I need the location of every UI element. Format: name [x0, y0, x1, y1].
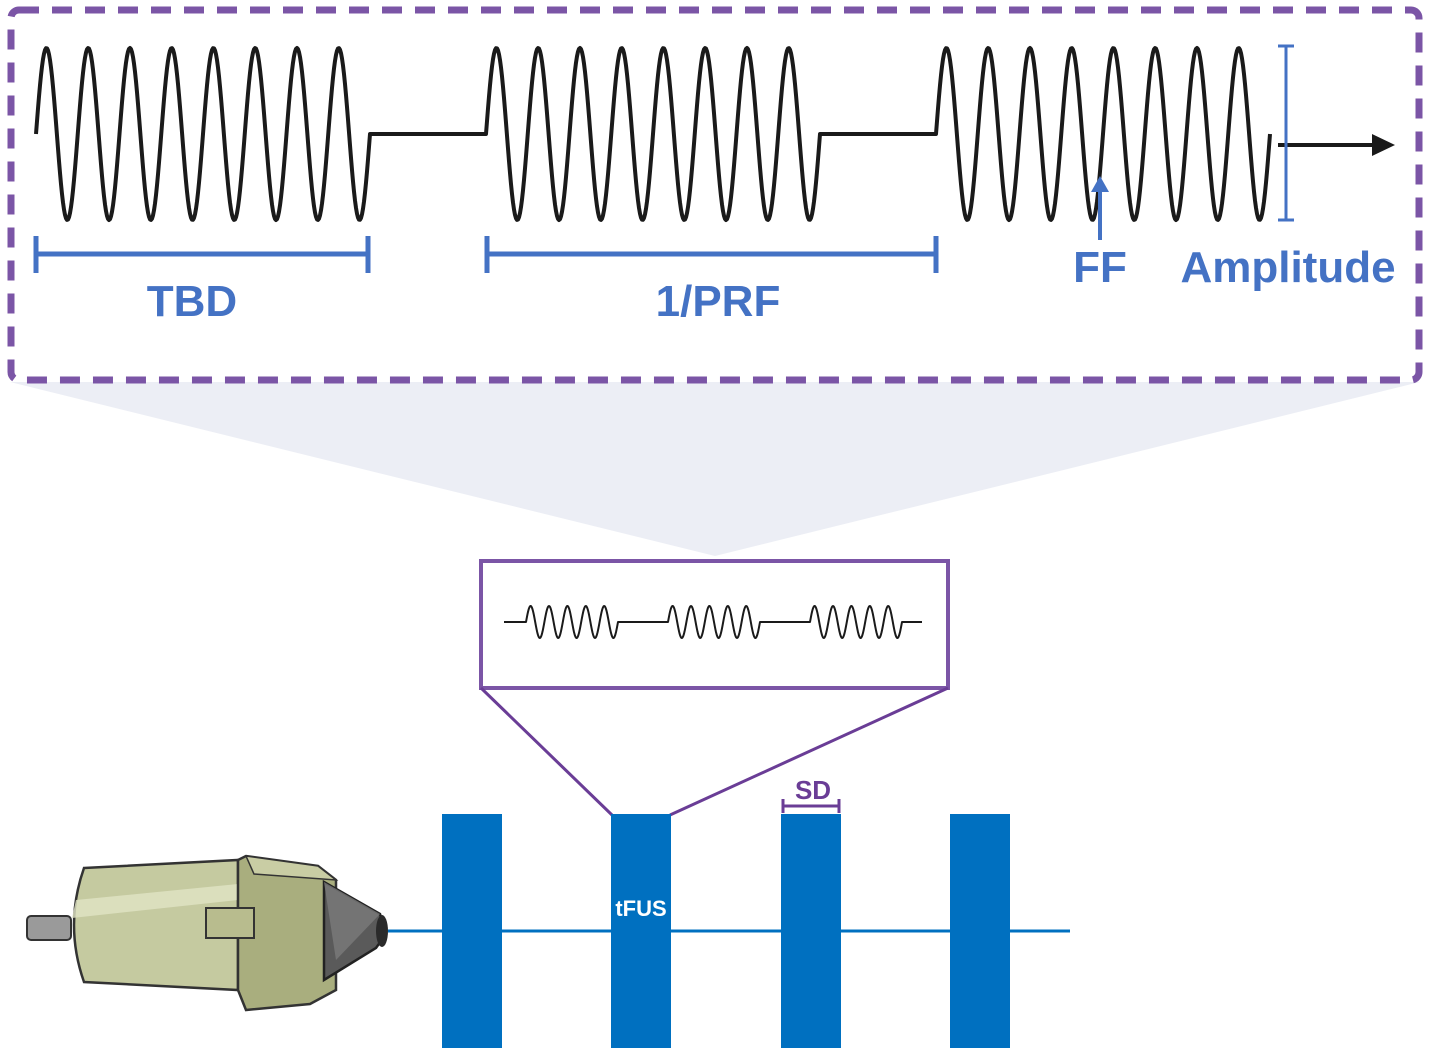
zoom-waveform: [34, 46, 1272, 222]
pulse-block: [611, 814, 671, 1048]
pulse-block: [442, 814, 502, 1048]
sd-bracket: [781, 799, 841, 813]
prf-bracket: [484, 236, 939, 273]
amplitude-label: Amplitude: [1180, 243, 1395, 292]
arrow-up-icon: [1091, 176, 1109, 192]
arrow-right-icon: [1372, 134, 1395, 156]
zoom-projection-shade: [10, 382, 1420, 556]
tbd-label: TBD: [147, 277, 237, 326]
zoom-line-left: [479, 686, 614, 817]
tbd-bracket: [33, 236, 371, 273]
prf-label: 1/PRF: [656, 277, 781, 326]
pulse-block: [781, 814, 841, 1048]
zoom-line-right: [669, 686, 949, 817]
sd-label: SD: [795, 775, 831, 805]
tfus-label: tFUS: [615, 896, 666, 921]
ultrasound-transducer-icon: [26, 854, 388, 1012]
pulse-block: [950, 814, 1010, 1048]
ff-label: FF: [1073, 243, 1127, 292]
zoom-waveform-frame: [7, 6, 1423, 384]
mini-waveform: [504, 605, 922, 639]
amplitude-bracket: [1278, 44, 1294, 222]
